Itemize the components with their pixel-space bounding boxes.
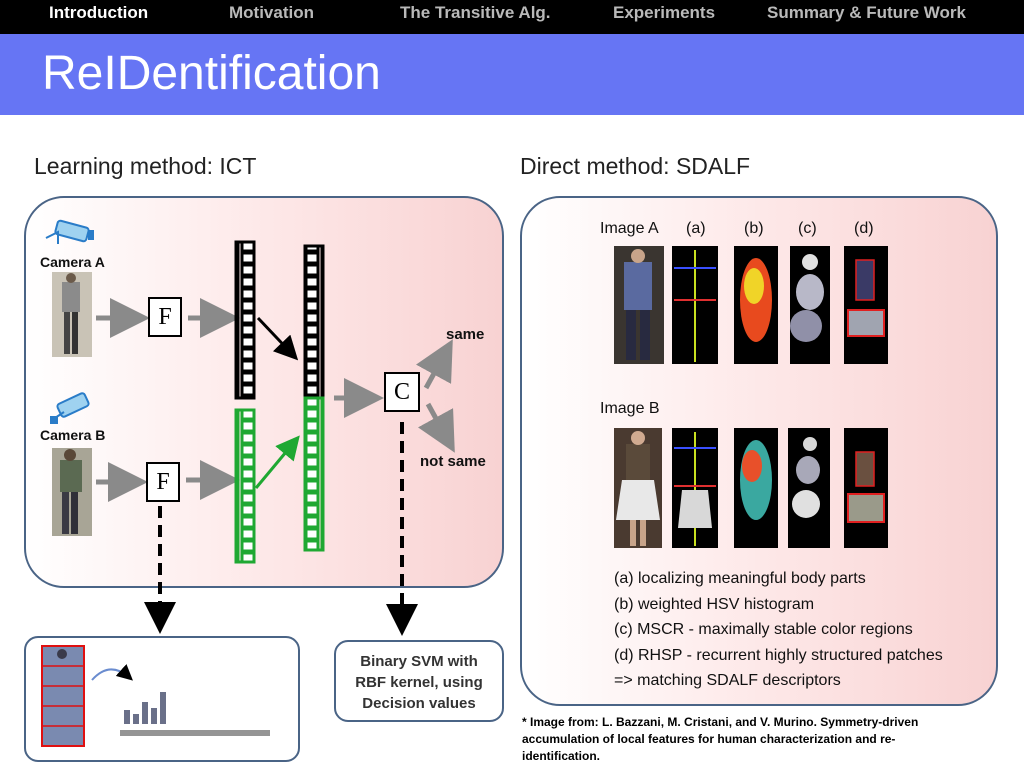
stripe-person-photo — [41, 645, 85, 747]
slide-title: ReIDentification — [42, 47, 381, 100]
camera-b-icon — [50, 392, 90, 424]
col-label-c: (c) — [798, 220, 817, 237]
curved-arrow-to-histogram — [91, 664, 133, 681]
feature-extractor-a: F — [148, 297, 182, 337]
legend-line-c: (c) MSCR - maximally stable color region… — [614, 621, 913, 638]
feature-extractor-b: F — [146, 462, 180, 502]
nav-item-transitive-alg[interactable]: The Transitive Alg. — [400, 3, 551, 22]
image-b-photo — [614, 428, 662, 548]
arrow-c-to-not-same — [418, 402, 455, 453]
svm-text: Binary SVM with RBF kernel, using Decisi… — [336, 651, 502, 714]
output-not-same-label: not same — [420, 453, 486, 470]
svm-line-1: Binary SVM with — [360, 653, 478, 670]
top-navigation-bar: Introduction Motivation The Transitive A… — [0, 0, 1024, 34]
camera-b-person-photo — [52, 448, 92, 536]
classifier-box: C — [384, 372, 420, 412]
image-b-rhsp — [844, 428, 888, 548]
col-label-b: (b) — [744, 220, 764, 237]
image-b-label: Image B — [600, 400, 660, 417]
right-heading: Direct method: SDALF — [520, 153, 751, 179]
left-heading: Learning method: ICT — [34, 153, 257, 179]
camera-a-person-photo — [52, 272, 92, 357]
concat-vector-bottom — [303, 396, 325, 552]
legend-line-b: (b) weighted HSV histogram — [614, 596, 815, 613]
col-label-d: (d) — [854, 220, 874, 237]
learning-method-panel — [24, 196, 504, 588]
arrow-c-to-same — [416, 339, 453, 390]
legend-line-result: => matching SDALF descriptors — [614, 672, 841, 689]
feature-vector-b — [234, 408, 256, 564]
camera-a-icon — [45, 219, 94, 244]
title-bar: ReIDentification — [0, 34, 1024, 115]
legend-line-a: (a) localizing meaningful body parts — [614, 570, 866, 587]
svm-line-2: RBF kernel, using — [355, 674, 483, 691]
feature-vector-a — [234, 240, 256, 400]
nav-item-experiments[interactable]: Experiments — [613, 3, 716, 22]
nav-item-motivation[interactable]: Motivation — [229, 3, 314, 22]
image-a-label: Image A — [600, 220, 659, 237]
camera-b-label: Camera B — [40, 427, 106, 443]
nav-item-summary[interactable]: Summary & Future Work — [767, 3, 967, 22]
legend-line-d: (d) RHSP - recurrent highly structured p… — [614, 647, 943, 664]
sdalf-legend: (a) localizing meaningful body parts (b)… — [614, 570, 984, 700]
svm-line-3: Decision values — [362, 695, 476, 712]
svm-box: Binary SVM with RBF kernel, using Decisi… — [334, 640, 504, 722]
output-same-label: same — [446, 326, 485, 343]
col-label-a: (a) — [686, 220, 706, 237]
arrow-vector-a-to-concat — [256, 316, 299, 361]
citation-text: * Image from: L. Bazzani, M. Cristani, a… — [522, 715, 919, 763]
image-a-photo — [614, 246, 664, 364]
camera-a-label: Camera A — [40, 254, 105, 270]
nav-item-introduction[interactable]: Introduction — [49, 3, 149, 22]
concat-vector-top — [303, 244, 325, 400]
arrow-vector-b-to-concat — [254, 435, 300, 489]
histogram-icon — [120, 692, 270, 736]
